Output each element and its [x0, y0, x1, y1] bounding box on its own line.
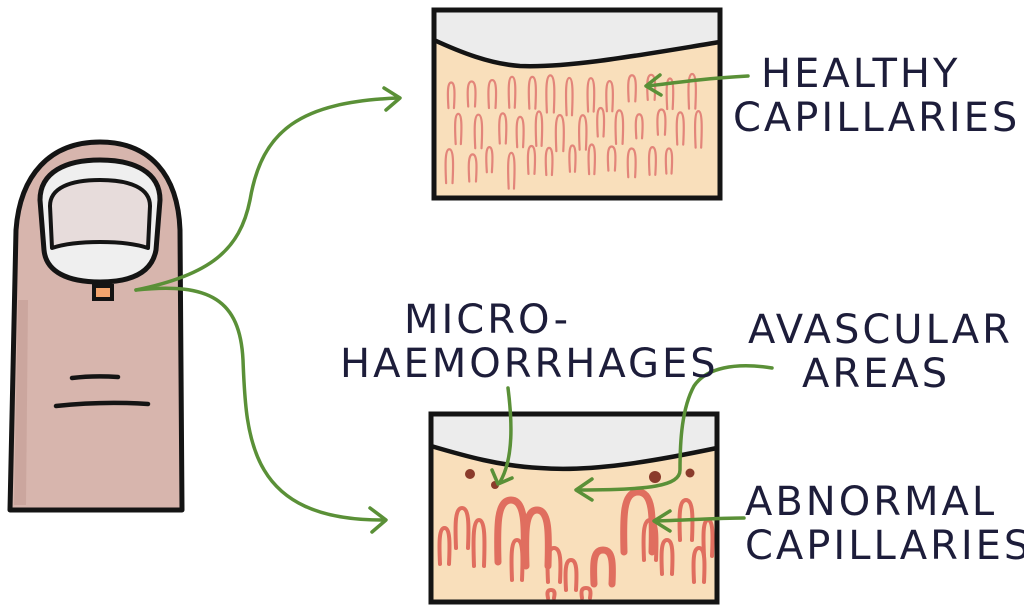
healthy-capillary-loop: [473, 113, 484, 150]
healthy-capillary-loop: [466, 80, 477, 108]
label-micro-haemorrhages: MICRO- HAEMORRHAGES: [340, 298, 719, 386]
haemorrhage-dot: [685, 468, 695, 478]
healthy-capillary-loops: [444, 72, 703, 190]
arrow-to-abnormal-head: [368, 506, 388, 534]
abnormal-capillary-loops: [437, 488, 715, 600]
abnormal-capillary-loop: [545, 545, 563, 584]
label-avascular-line1: AVASCULAR: [748, 307, 1013, 353]
connector-arrows: [134, 86, 402, 534]
label-abnormal-line1: ABNORMAL: [745, 479, 998, 525]
knuckle-crease-1: [69, 374, 121, 381]
abnormal-capillary-loop: [659, 537, 675, 576]
abnormal-nail-edge: [431, 414, 717, 469]
healthy-capillary-loop: [507, 75, 517, 109]
haemorrhage-dot: [649, 471, 661, 483]
label-micro-line1: MICRO-: [404, 297, 572, 343]
pointer-healthy: [646, 74, 750, 88]
label-abnormal-capillaries: ABNORMAL CAPILLARIES: [745, 480, 1024, 568]
healthy-capillary-loop: [507, 151, 516, 190]
label-healthy-line2: CAPILLARIES: [733, 95, 1021, 141]
healthy-capillary-loop: [634, 113, 644, 140]
label-abnormal-line2: CAPILLARIES: [745, 523, 1024, 569]
label-micro-line2: HAEMORRHAGES: [340, 341, 719, 387]
healthy-capillary-loop: [526, 144, 537, 176]
healthy-capillary-loop: [554, 114, 565, 153]
pointer-micro: [498, 386, 513, 484]
pointer-healthy-head: [644, 73, 663, 97]
healthy-capillary-loop: [485, 145, 494, 174]
finger-shadow: [14, 300, 28, 505]
label-healthy-line1: HEALTHY: [761, 51, 961, 97]
abnormal-capillary-loop: [691, 545, 707, 584]
pointer-avascular-head: [574, 477, 594, 502]
healthy-capillary-loop: [544, 146, 554, 177]
healthy-capillary-loop: [664, 147, 674, 175]
nailfold-sample-marker: [92, 284, 114, 301]
abnormal-capillary-loop: [453, 505, 471, 550]
healthy-capillary-loop: [693, 110, 703, 149]
abnormal-capillary-loop: [579, 585, 593, 600]
healthy-capillary-loop: [656, 108, 667, 136]
abnormal-capillary-loop: [563, 557, 579, 592]
abnormal-capillaries-panel: [428, 411, 720, 605]
healthy-capillary-loop: [515, 115, 525, 149]
pointer-abnormal: [654, 516, 746, 523]
nail-bed: [48, 178, 152, 250]
pointer-avascular: [576, 364, 774, 492]
healthy-capillary-loop: [564, 76, 574, 117]
healthy-capillary-loop: [444, 148, 455, 185]
healthy-capillary-loop: [675, 111, 685, 146]
healthy-capillaries-panel: [431, 7, 723, 201]
fingernail-icon: [37, 157, 163, 285]
healthy-capillary-loop: [587, 143, 597, 176]
healthy-capillary-loop: [647, 146, 657, 176]
healthy-capillary-loop: [614, 109, 625, 146]
knuckle-crease-2: [53, 400, 151, 409]
healthy-capillary-loop: [467, 153, 478, 183]
abnormal-capillary-loop: [641, 517, 659, 562]
healthy-capillary-loop: [596, 106, 606, 138]
healthy-capillary-loop: [626, 147, 637, 179]
label-healthy-capillaries: HEALTHY CAPILLARIES: [733, 52, 1020, 140]
abnormal-capillary-loop: [545, 587, 557, 600]
abnormal-capillary-loop: [437, 525, 452, 566]
healthy-capillary-loop: [498, 112, 508, 145]
healthy-capillary-loop: [454, 112, 463, 146]
healthy-capillary-loop: [606, 145, 617, 172]
arrow-to-healthy: [134, 96, 400, 292]
healthy-capillary-loop: [687, 72, 697, 110]
abnormal-capillary-loop: [522, 506, 552, 570]
healthy-capillary-loop: [534, 110, 544, 147]
healthy-capillary-loop: [568, 144, 577, 173]
abnormal-capillary-loop: [471, 517, 487, 568]
abnormal-capillary-loop: [590, 546, 616, 588]
label-avascular-line2: AREAS: [802, 351, 951, 397]
healthy-capillary-loop: [605, 79, 614, 113]
healthy-capillary-loop: [665, 77, 675, 111]
pointer-micro-head: [490, 468, 514, 486]
healthy-capillary-loop: [527, 75, 537, 110]
healthy-capillary-loop: [577, 114, 588, 151]
haemorrhage-dot: [465, 469, 475, 479]
healthy-capillary-loop: [627, 74, 637, 103]
arrow-to-abnormal: [134, 286, 384, 522]
healthy-capillary-loop: [586, 77, 596, 113]
label-pointer-arrows: [490, 73, 774, 533]
pointer-abnormal-head: [652, 509, 672, 533]
healthy-capillary-loop: [545, 74, 556, 114]
arrow-to-healthy-head: [382, 86, 402, 112]
healthy-capillary-loop: [446, 81, 456, 110]
label-avascular-areas: AVASCULAR AREAS: [748, 308, 1013, 396]
finger-icon: [7, 139, 185, 513]
healthy-capillary-loop: [487, 78, 498, 110]
